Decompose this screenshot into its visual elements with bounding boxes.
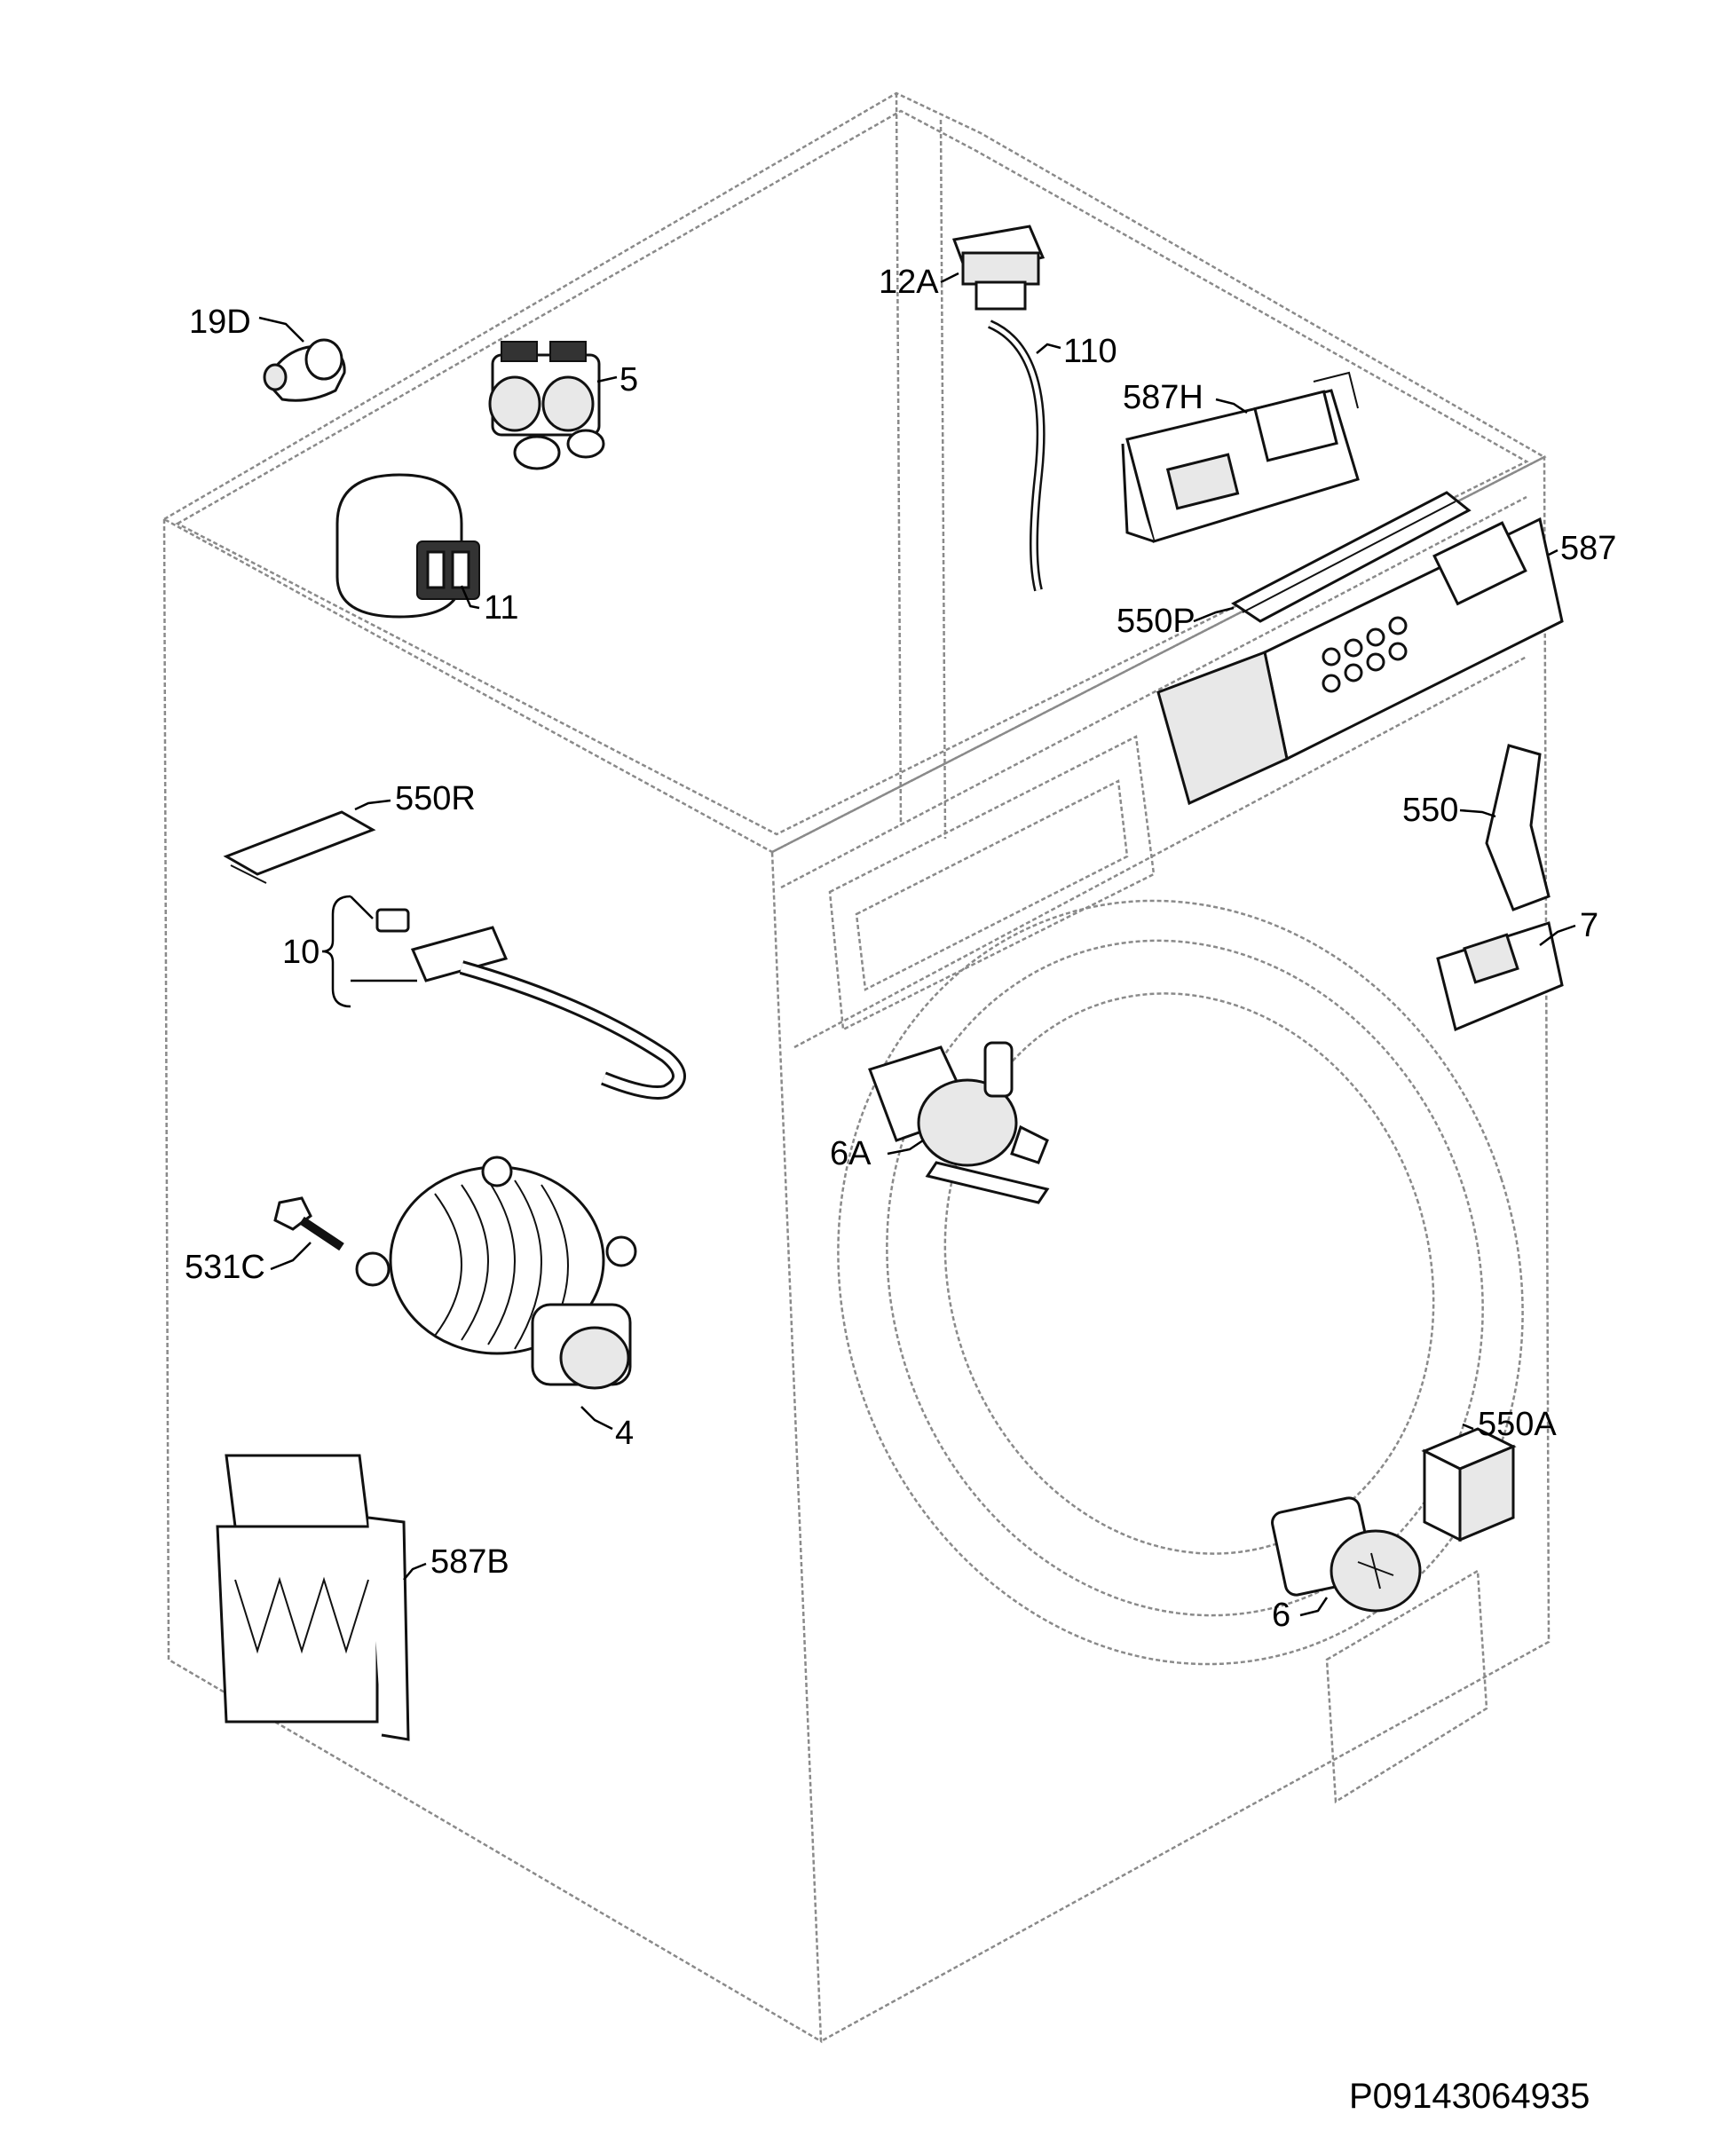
part-10-illustration [375,908,686,1100]
part-110-illustration [987,320,1046,592]
leader-lines [258,272,1576,1617]
leader-7 [1539,924,1576,946]
label-531c: 531C [185,1249,265,1286]
part-531c-illustration [273,1196,344,1251]
callout-labels: 19D 5 11 12A 110 587H 587 550P 550R 10 5… [185,264,1616,1634]
label-5: 5 [619,361,638,398]
label-550r: 550R [395,780,476,817]
part-19d-illustration [263,338,346,402]
leader-587h [1215,398,1248,414]
leader-531c [270,1242,312,1271]
label-11: 11 [484,589,518,627]
label-6a: 6A [830,1135,872,1172]
part-550r-illustration [223,810,376,884]
part-587-illustration [1156,517,1564,806]
leader-550p [1193,606,1235,623]
part-7-illustration [1436,921,1564,1032]
leader-550a [1462,1423,1474,1431]
part-550a-illustration [1421,1427,1517,1542]
leader-110 [1036,343,1061,354]
label-10: 10 [282,934,320,971]
leader-4 [580,1406,613,1431]
leader-587b [403,1562,427,1581]
part-587b-illustration [216,1454,410,1741]
label-6: 6 [1272,1597,1290,1634]
part-5-illustration [488,341,605,470]
label-550a: 550A [1478,1406,1557,1443]
label-550p: 550P [1117,603,1195,640]
leader-5 [596,375,618,383]
label-12a: 12A [879,264,939,301]
leader-11 [460,585,480,610]
label-110: 110 [1063,333,1117,370]
part-6a-illustration [868,1041,1050,1204]
board-buttons [1322,616,1408,693]
leader-587 [1548,548,1558,556]
part-6-illustration [1271,1496,1422,1613]
leader-10-top [350,895,374,919]
part-587h-illustration [1121,371,1360,543]
leader-10 [321,895,351,1008]
label-587: 587 [1560,530,1616,567]
label-7: 7 [1580,907,1598,944]
label-19d: 19D [189,304,251,341]
part-12a-illustration [951,225,1046,311]
leader-550 [1459,809,1496,818]
part-11-illustration [335,473,480,619]
leader-6a [887,1139,924,1156]
leader-550r [354,799,391,811]
part-4-illustration [355,1156,637,1390]
leader-12a [940,272,959,284]
label-587b: 587B [430,1543,509,1581]
label-550: 550 [1402,792,1458,829]
label-587h: 587H [1123,379,1203,416]
leader-6 [1299,1597,1329,1617]
label-4: 4 [615,1415,634,1452]
part-550-illustration [1485,744,1551,911]
part-550p-illustration [1231,491,1472,623]
diagram-code: P09143064935 [1349,2077,1590,2116]
leader-19d [258,316,304,343]
